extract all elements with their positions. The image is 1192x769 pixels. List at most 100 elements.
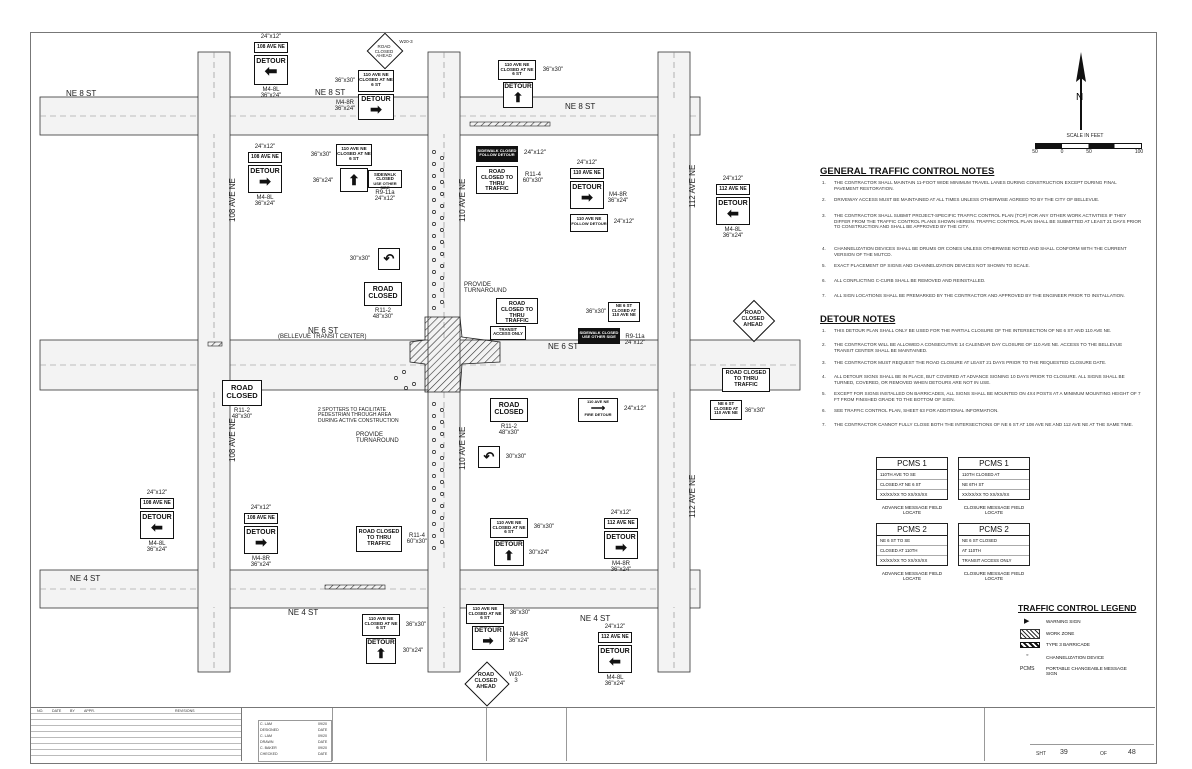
sign-far-detour-text: DETOUR bbox=[718, 200, 748, 207]
note-number: 4. bbox=[822, 246, 826, 251]
note-provide-turnaround: PROVIDE TURNAROUND bbox=[464, 282, 507, 295]
sig-name-4: DRAWN bbox=[260, 740, 274, 744]
legend-channelization-icon: ◦ bbox=[1026, 652, 1029, 659]
sig-name-6: CHECKED bbox=[260, 752, 278, 756]
sign-t110-detour-text: DETOUR bbox=[361, 96, 391, 103]
sign-ne6-right-dim: 36"x30" bbox=[744, 408, 766, 414]
note-spotters: 2 SPOTTERS TO FACILITATE PEDESTRIAN THRO… bbox=[318, 407, 399, 424]
sign-l108-plaque: 108 AVE NE bbox=[248, 152, 282, 163]
note-number: 2. bbox=[822, 197, 826, 202]
note-text: EXCEPT FOR SIGNS INSTALLED ON BARRICADES… bbox=[834, 391, 1141, 402]
sign-sw-detour: SIDEWALK CLOSED FOLLOW DETOUR bbox=[476, 146, 518, 162]
revision-table bbox=[31, 708, 242, 761]
sign-ne6-box-dim: 36"x30" bbox=[585, 309, 607, 315]
sign-br-detour: DETOUR ➡ bbox=[604, 531, 638, 559]
detour-note-7: 7.THE CONTRACTOR CANNOT FULLY CLOSE BOTH… bbox=[822, 422, 1142, 428]
sign-bl2-dim: 24"x12" bbox=[250, 505, 272, 511]
arrow-left-icon: ⬅ bbox=[609, 653, 621, 670]
scale-tick-0: 50 bbox=[1032, 149, 1038, 155]
sign-bot-detour-up-text: DETOUR bbox=[367, 639, 395, 646]
general-note-4: 4. CHANNELIZATION DEVICES SHALL BE DRUMS … bbox=[822, 246, 1142, 257]
sign-tl-dim: 24"x12" bbox=[260, 34, 282, 40]
sign-c110-low-detour: DETOUR ⬆ bbox=[494, 540, 524, 566]
warning-sign-right-text: ROAD CLOSED AHEAD bbox=[741, 310, 765, 328]
revision-col-revisions: REVISIONS bbox=[175, 709, 195, 713]
sign-bl2-plaque: 108 AVE NE bbox=[244, 513, 278, 524]
general-note-6: 6.ALL CONFLICTING C-CURB SHALL BE REMOVE… bbox=[822, 278, 1142, 284]
sign-c110-size: 36"x24" bbox=[312, 178, 334, 184]
sign-r112-size: 36"x24" bbox=[607, 198, 629, 204]
sign-bl-code: M4-8L bbox=[148, 541, 166, 547]
sign-tr-dim: 36"x30" bbox=[542, 67, 564, 73]
legend-label: CHANNELIZATION DEVICE bbox=[1046, 655, 1105, 660]
pcms-row: 110TH CLOSED AT bbox=[959, 470, 1029, 480]
street-110-top: 110 AVE NE bbox=[458, 178, 467, 222]
note-number: 5. bbox=[822, 391, 826, 396]
note-text: DRIVEWAY ACCESS MUST BE MAINTAINED AT AL… bbox=[834, 197, 1100, 202]
sheet-total: 48 bbox=[1128, 749, 1136, 756]
sign-sw-left-text: SIDEWALK CLOSED bbox=[579, 330, 619, 335]
sign-ne6-box: NE 6 ST CLOSED AT 110 AVE NE bbox=[608, 302, 640, 322]
sign-br2-code: M4-8L bbox=[606, 675, 624, 681]
sign-sidewalk: SIDEWALK CLOSED USE OTHER SIDE bbox=[368, 170, 402, 190]
pcms-caption: ADVANCE MESSAGE FIELD LOCATE bbox=[881, 571, 943, 582]
pcms-row: TRANSIT ACCESS ONLY bbox=[962, 558, 1012, 563]
general-note-5: 5.EXACT PLACEMENT OF SIGNS AND CHANNELIZ… bbox=[822, 263, 1142, 269]
arrow-up-icon: ⬆ bbox=[512, 89, 524, 105]
sign-br2-detour-text: DETOUR bbox=[600, 648, 630, 655]
sign-rcthru-code: R11-4 bbox=[525, 172, 541, 178]
detour-note-6: 6.SEE TRAFFIC CONTROL PLAN, SHEET 63 FOR… bbox=[822, 408, 1142, 414]
sign-far-plaque: 112 AVE NE bbox=[716, 184, 750, 195]
sign-br2-detour: DETOUR ⬅ bbox=[598, 645, 632, 673]
sign-br2-dim: 24"x12" bbox=[604, 624, 626, 630]
sign-sw-detour-text: SIDEWALK CLOSED bbox=[477, 148, 517, 153]
scale-tick-2: 50 bbox=[1086, 149, 1092, 155]
sign-rct-right: ROAD CLOSED TO THRU TRAFFIC bbox=[722, 368, 770, 392]
sign-sw-detour-sub: FOLLOW DETOUR bbox=[479, 152, 515, 158]
note-text: CHANNELIZATION DEVICES SHALL BE DRUMS OR… bbox=[834, 246, 1127, 257]
pcms-caption: CLOSURE MESSAGE FIELD LOCATE bbox=[963, 505, 1025, 516]
sheet-label: SHT bbox=[1036, 751, 1046, 757]
arrow-right-icon: ➡ bbox=[255, 534, 267, 551]
detour-note-2: 2.THE CONTRACTOR WILL BE ALLOWED A CONSE… bbox=[822, 342, 1142, 353]
pcms-box: PCMS 2 NE 6 ST CLOSED AT 110TH TRANSIT A… bbox=[958, 523, 1030, 566]
note-provide-turnaround-2: PROVIDE TURNAROUND bbox=[356, 432, 399, 445]
sign-rct-low-size: 60"x30" bbox=[406, 539, 428, 545]
sign-c110-low-size: 30"x24" bbox=[528, 550, 550, 556]
sig-name-5: C. BAKER bbox=[260, 746, 277, 750]
note-text: THE CONTRACTOR CANNOT FULLY CLOSE BOTH T… bbox=[834, 422, 1133, 427]
sign-rcthru-size: 60"x30" bbox=[522, 178, 544, 184]
warning-sign-top-code: W20-3 bbox=[399, 39, 413, 44]
detour-note-1: 1.THIS DETOUR PLAN SHALL ONLY BE USED FO… bbox=[822, 328, 1142, 334]
sign-rc-low: ROAD CLOSED bbox=[490, 398, 528, 422]
sig-name-3: C. LAM bbox=[260, 734, 272, 738]
sig-date-4: DATE bbox=[318, 740, 328, 744]
revision-col-no: NO. bbox=[37, 709, 44, 713]
sheet-border bbox=[30, 32, 1157, 764]
sign-r112-dim: 24"x12" bbox=[576, 160, 598, 166]
street-ne4-right: NE 4 ST bbox=[580, 614, 611, 623]
pcms-row: NE 6 ST CLOSED bbox=[959, 536, 1029, 546]
street-ne6-sub: (BELLEVUE TRANSIT CENTER) bbox=[278, 334, 367, 340]
sig-name-2: DESIGNED bbox=[260, 728, 279, 732]
sign-bl2-detour: DETOUR ➡ bbox=[244, 526, 278, 554]
sign-r112-sub-text: 110 AVE NE bbox=[576, 216, 602, 221]
sign-l108-detour-text: DETOUR bbox=[250, 168, 280, 175]
sign-t110-size: 36"x24" bbox=[334, 106, 356, 112]
sign-far-code: M4-8L bbox=[724, 227, 742, 233]
north-arrow-icon: N bbox=[1076, 52, 1086, 130]
street-112-bot: 112 AVE NE bbox=[688, 474, 697, 518]
pcms-row: CLOSED AT NE 6 ST bbox=[877, 480, 947, 490]
arrow-right-long-icon: ⟶ bbox=[590, 403, 606, 415]
sign-detour-arrow-dim: 24"x12" bbox=[623, 405, 647, 412]
sign-tl-plaque: 108 AVE NE bbox=[254, 42, 288, 53]
sign-sw-left-code: R9-11a bbox=[625, 334, 645, 340]
scale-tick-1: 0 bbox=[1060, 149, 1064, 155]
sign-detour-arrow-text: 110 AVE NE bbox=[586, 399, 609, 404]
general-note-1: 1.THE CONTRACTOR SHALL MAINTAIN 11-FOOT … bbox=[822, 180, 1142, 191]
sign-r112-detour: DETOUR ➡ bbox=[570, 181, 604, 209]
sign-bot-closed-dim: 36"x30" bbox=[405, 622, 427, 628]
sign-tr-closed: 110 AVE NE CLOSED AT NE 6 ST bbox=[498, 60, 536, 80]
sign-br2-size: 36"x24" bbox=[604, 681, 626, 687]
